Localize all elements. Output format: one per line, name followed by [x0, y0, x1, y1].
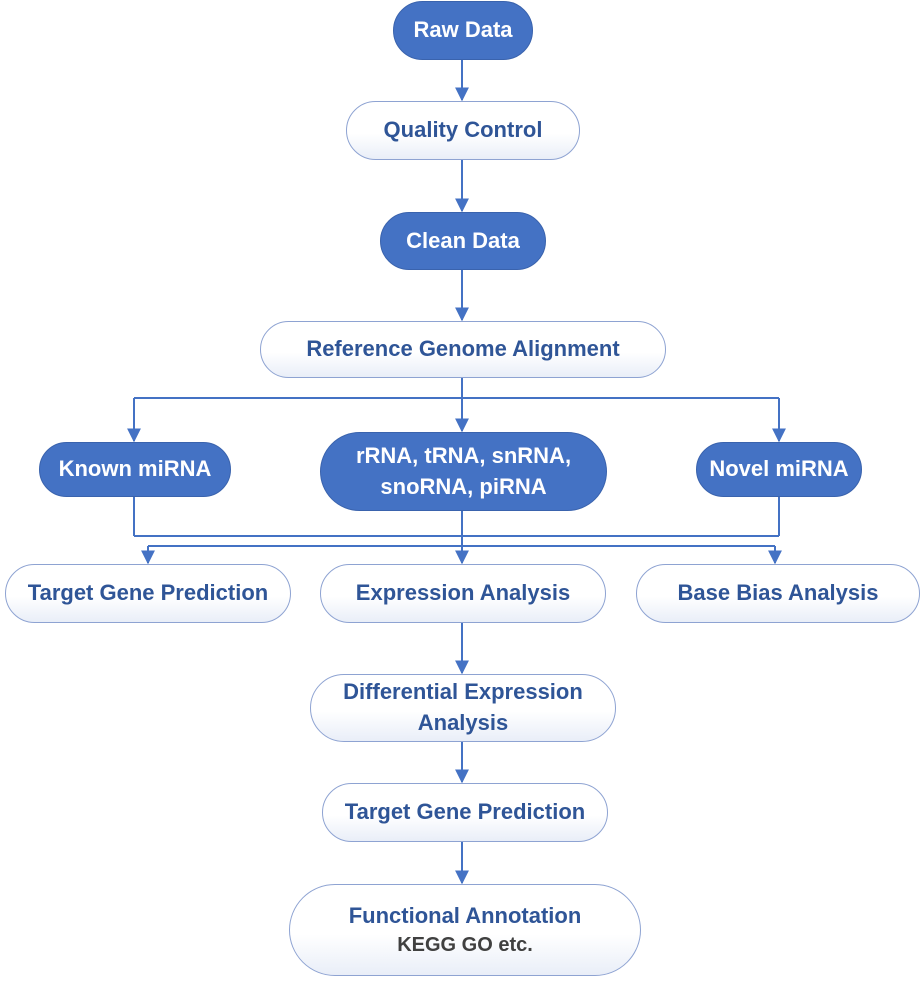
target-gene-prediction-left-node: Target Gene Prediction [5, 564, 291, 623]
quality-control-node: Quality Control [346, 101, 580, 160]
target-gene-prediction-left-label: Target Gene Prediction [27, 580, 269, 606]
novel-mirna-label: Novel miRNA [709, 456, 849, 482]
known-mirna-label: Known miRNA [58, 456, 212, 482]
other-rna-label-line1: rRNA, tRNA, snRNA, [355, 442, 572, 468]
reference-alignment-label: Reference Genome Alignment [306, 336, 620, 362]
expression-analysis-node: Expression Analysis [320, 564, 606, 623]
other-rna-label-line2: snoRNA, piRNA [380, 473, 547, 499]
target-gene-prediction-node: Target Gene Prediction [322, 783, 608, 842]
target-gene-prediction-label: Target Gene Prediction [344, 799, 586, 825]
differential-expression-node: Differential Expression Analysis [310, 674, 616, 742]
clean-data-node: Clean Data [380, 212, 546, 270]
differential-expression-label-line1: Differential Expression [343, 679, 583, 705]
expression-analysis-label: Expression Analysis [355, 580, 571, 606]
quality-control-label: Quality Control [383, 117, 543, 143]
known-mirna-node: Known miRNA [39, 442, 231, 497]
reference-alignment-node: Reference Genome Alignment [260, 321, 666, 378]
other-rna-node: rRNA, tRNA, snRNA, snoRNA, piRNA [320, 432, 607, 511]
raw-data-label: Raw Data [413, 17, 513, 43]
novel-mirna-node: Novel miRNA [696, 442, 862, 497]
functional-annotation-node: Functional Annotation KEGG GO etc. [289, 884, 641, 976]
raw-data-node: Raw Data [393, 1, 533, 60]
differential-expression-label-line2: Analysis [417, 710, 509, 735]
base-bias-analysis-label: Base Bias Analysis [677, 580, 879, 606]
functional-annotation-label: Functional Annotation [348, 902, 582, 928]
clean-data-label: Clean Data [406, 227, 520, 253]
base-bias-analysis-node: Base Bias Analysis [636, 564, 920, 623]
functional-annotation-sublabel: KEGG GO etc. [397, 934, 533, 957]
